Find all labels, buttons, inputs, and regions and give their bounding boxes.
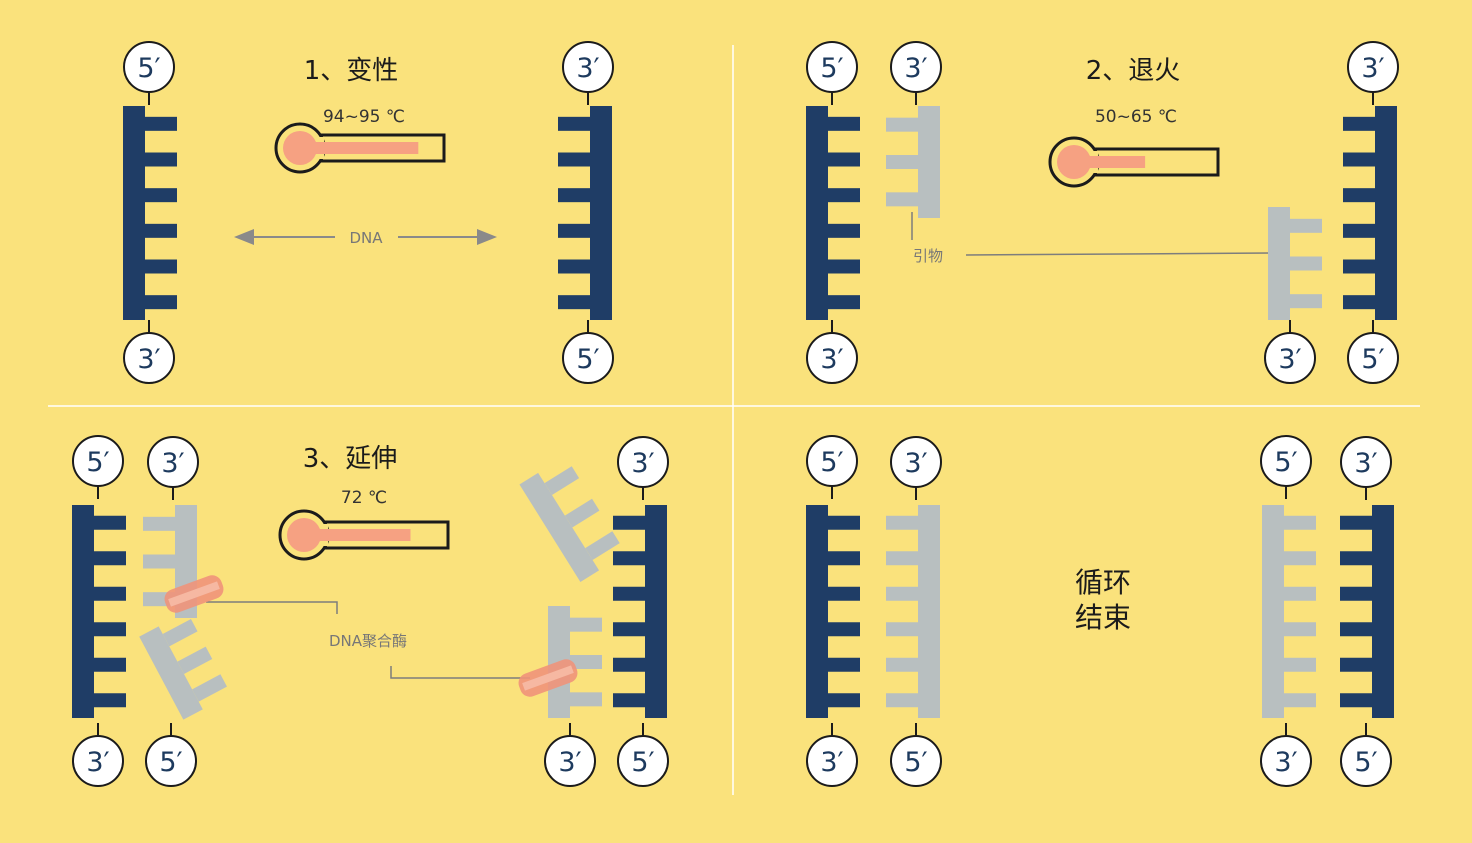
end-new-right-top-5: 5′	[1260, 435, 1312, 487]
denature-strand-left	[123, 106, 177, 320]
arrow-left-icon	[234, 229, 254, 245]
denature-left-bottom-3: 3′	[123, 332, 175, 384]
leader-lines	[206, 212, 1277, 679]
enzyme-leader-left	[206, 601, 338, 614]
polymerase-label: DNA聚合酶	[329, 632, 407, 650]
denature-temperature: 94~95 ℃	[323, 107, 405, 127]
dna-strands	[72, 106, 1397, 720]
svg-text:5′: 5′	[1274, 447, 1297, 478]
cycle-end-line2: 结束	[1075, 601, 1131, 634]
end-right-top-3: 3′	[1340, 436, 1392, 488]
anneal-left-top-5: 5′	[806, 41, 858, 93]
extend-new-top-3: 3′	[147, 436, 199, 488]
svg-text:3′: 3′	[558, 747, 581, 778]
svg-text:5′: 5′	[1361, 344, 1384, 375]
denature-right-top-3: 3′	[562, 41, 614, 93]
extend-left-bottom-3: 3′	[72, 735, 124, 787]
polymerases	[164, 575, 578, 697]
svg-text:3′: 3′	[161, 448, 184, 479]
denature-title: 1、变性	[304, 56, 399, 86]
enzyme-leader-right	[390, 666, 530, 679]
denature-right-bottom-5: 5′	[562, 332, 614, 384]
thermometer-level	[1086, 156, 1146, 168]
anneal-temperature: 50~65 ℃	[1095, 107, 1177, 127]
anneal-primer-top-3: 3′	[890, 41, 942, 93]
svg-text:3′: 3′	[820, 344, 843, 375]
svg-text:5′: 5′	[904, 747, 927, 778]
end-template-right	[1340, 505, 1394, 718]
svg-text:5′: 5′	[159, 747, 182, 778]
svg-text:3′: 3′	[1278, 344, 1301, 375]
extend-primer-left	[139, 618, 227, 720]
end-left-bottom-3: 3′	[806, 735, 858, 787]
extend-title: 3、延伸	[303, 444, 398, 474]
end-right-bottom-5: 5′	[1340, 735, 1392, 787]
end-template-left	[806, 505, 860, 718]
thermometers	[274, 122, 1220, 561]
svg-text:3′: 3′	[904, 448, 927, 479]
extend-template-left	[72, 505, 126, 718]
extend-right-bottom-5: 5′	[617, 735, 669, 787]
cycle-end-line1: 循环	[1075, 566, 1131, 599]
polymerase-right	[518, 659, 578, 697]
dna-arrow-label: DNA	[349, 229, 383, 247]
thermometer-level	[312, 142, 419, 154]
anneal-right-top-3: 3′	[1347, 41, 1399, 93]
svg-text:3′: 3′	[1361, 53, 1384, 84]
end-new-right	[1262, 505, 1316, 718]
anneal-primer-bottom-3: 3′	[1264, 332, 1316, 384]
primer-leader-right	[965, 252, 1277, 256]
svg-text:5′: 5′	[820, 53, 843, 84]
anneal-template-left	[806, 106, 860, 320]
svg-text:5′: 5′	[820, 447, 843, 478]
svg-text:3′: 3′	[820, 747, 843, 778]
extend-left-top-5: 5′	[72, 435, 124, 487]
anneal-right-bottom-5: 5′	[1347, 332, 1399, 384]
primer-label: 引物	[913, 247, 943, 265]
svg-text:5′: 5′	[1354, 747, 1377, 778]
dna-separation-arrows	[234, 229, 497, 245]
svg-text:5′: 5′	[86, 447, 109, 478]
extend-template-right	[613, 505, 667, 718]
end-new-left-bottom-5: 5′	[890, 735, 942, 787]
extend-right-top-3: 3′	[617, 436, 669, 488]
svg-text:5′: 5′	[576, 344, 599, 375]
end-new-left	[886, 505, 940, 718]
extend-thermometer	[278, 509, 450, 561]
svg-text:5′: 5′	[631, 747, 654, 778]
denature-strand-right	[558, 106, 612, 320]
anneal-left-bottom-3: 3′	[806, 332, 858, 384]
svg-text:3′: 3′	[631, 448, 654, 479]
end-new-right-bottom-3: 3′	[1260, 735, 1312, 787]
svg-text:3′: 3′	[576, 53, 599, 84]
thermometer-level	[316, 529, 411, 541]
svg-text:3′: 3′	[137, 344, 160, 375]
end-new-left-top-3: 3′	[890, 436, 942, 488]
terminal-labels: 5′ 3′ 3′ 5′ 5′ 3′ 3′ 3′ 5′ 3′ 5′ 3′ 3′ 5′ 3′ 5′ 3′ 5′ 3′ 3′…	[72, 41, 1399, 787]
arrow-right-icon	[477, 229, 497, 245]
polymerase-left	[164, 575, 224, 613]
anneal-template-right	[1343, 106, 1397, 320]
end-left-top-5: 5′	[806, 435, 858, 487]
extend-new-bottom-3: 3′	[544, 735, 596, 787]
anneal-thermometer	[1048, 136, 1220, 188]
extend-primer-right	[519, 466, 620, 583]
svg-text:3′: 3′	[86, 747, 109, 778]
svg-text:5′: 5′	[137, 53, 160, 84]
svg-text:3′: 3′	[904, 53, 927, 84]
anneal-primer-right	[1268, 207, 1322, 320]
svg-text:3′: 3′	[1354, 448, 1377, 479]
denature-left-top-5: 5′	[123, 41, 175, 93]
anneal-primer-left	[886, 106, 940, 218]
denature-thermometer	[274, 122, 446, 174]
extend-new-right	[548, 606, 602, 718]
anneal-title: 2、退火	[1086, 56, 1181, 86]
extend-primer-bottom-5: 5′	[145, 735, 197, 787]
extend-temperature: 72 ℃	[341, 488, 387, 508]
svg-text:3′: 3′	[1274, 747, 1297, 778]
